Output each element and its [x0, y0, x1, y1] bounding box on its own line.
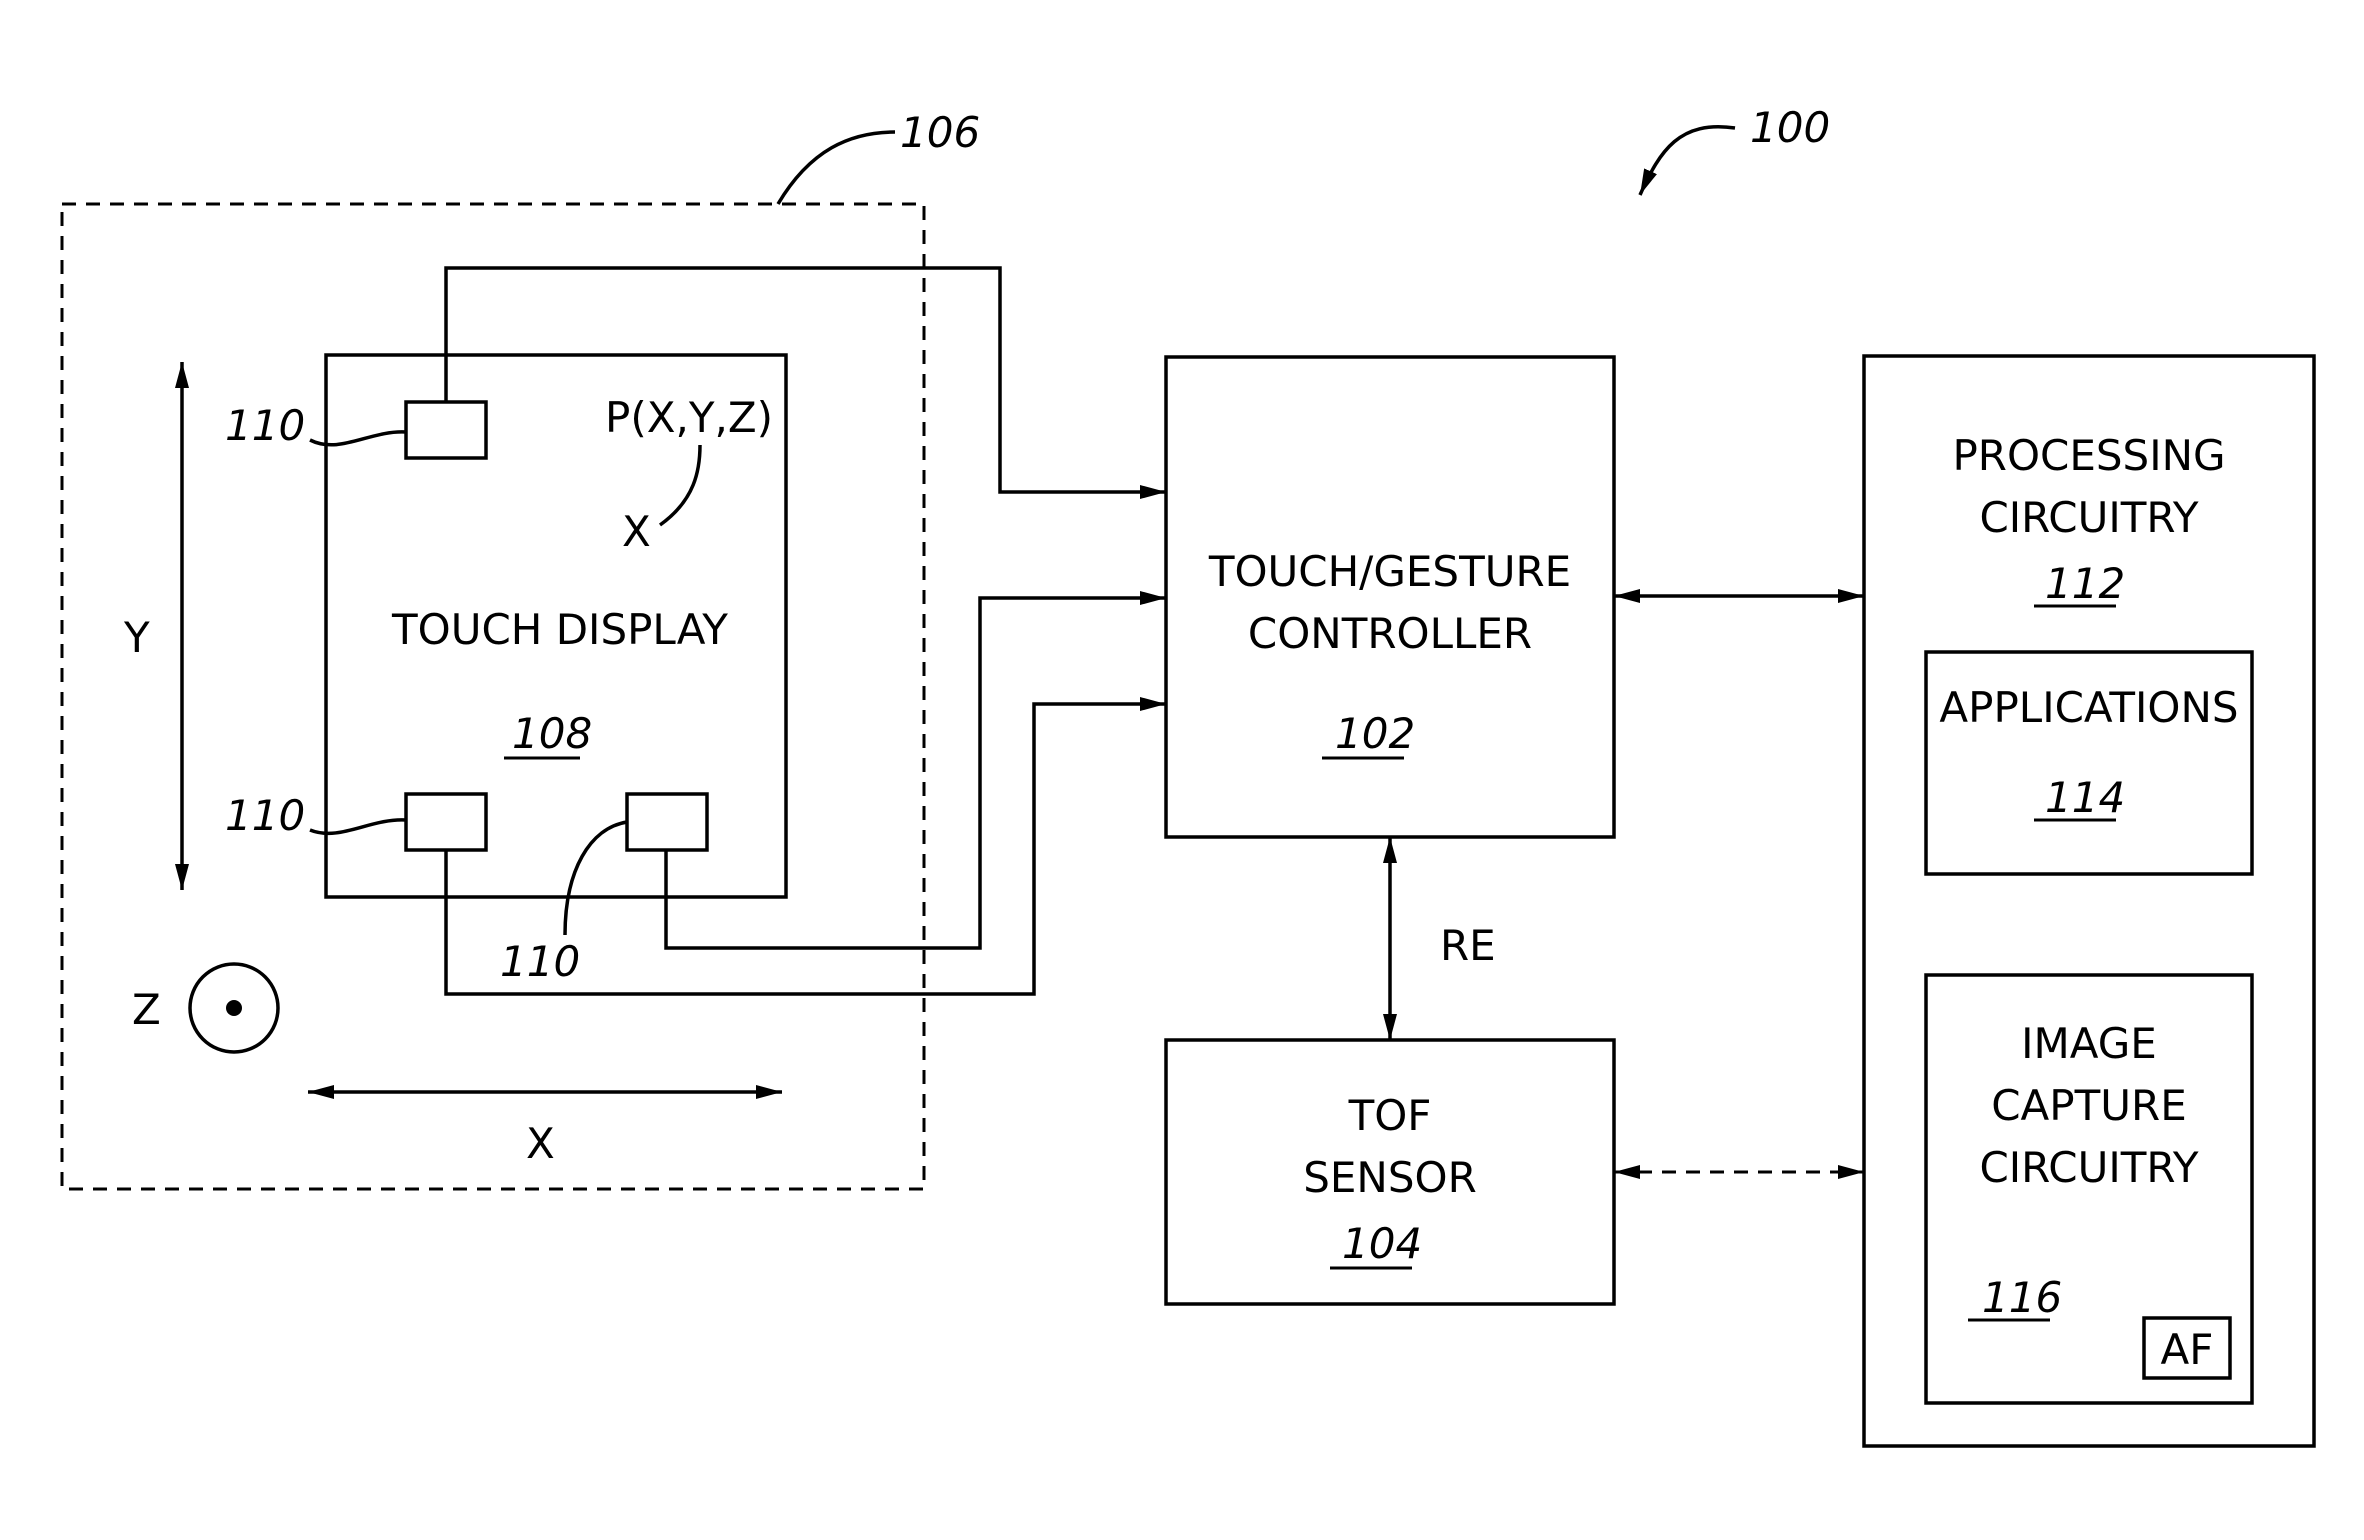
point-mark: X — [622, 507, 651, 556]
processing-line1: PROCESSING — [1952, 431, 2225, 480]
controller-line1: TOUCH/GESTURE — [1208, 547, 1571, 596]
controller-tof-link: RE — [1390, 837, 1496, 1040]
sensor-top: 110 — [225, 401, 486, 458]
x-axis-label: X — [526, 1119, 555, 1168]
af-label: AF — [2161, 1325, 2214, 1374]
touch-display-title: TOUCH DISPLAY — [391, 605, 728, 654]
touch-gesture-controller: TOUCH/GESTURE CONTROLLER 102 — [1166, 357, 1614, 837]
touch-display-ref: 108 — [512, 709, 592, 758]
processing-ref: 112 — [2045, 559, 2125, 608]
point-label: P(X,Y,Z) — [605, 393, 773, 442]
touch-display: TOUCH DISPLAY 108 P(X,Y,Z) X — [326, 355, 786, 897]
y-axis-arrow: Y — [123, 362, 182, 890]
figure-ref-label: 100 — [1750, 103, 1830, 152]
image-capture-ref: 116 — [1982, 1273, 2062, 1322]
applications: APPLICATIONS 114 — [1926, 652, 2252, 874]
tof-ref: 104 — [1342, 1219, 1422, 1268]
re-label: RE — [1440, 921, 1496, 970]
applications-title: APPLICATIONS — [1939, 683, 2238, 732]
device-region-ref: 106 — [900, 108, 980, 157]
tof-line1: TOF — [1348, 1091, 1432, 1140]
processing-circuitry: PROCESSING CIRCUITRY 112 — [1864, 356, 2314, 1446]
controller-line2: CONTROLLER — [1248, 609, 1532, 658]
sensor-bottom-left-ref: 110 — [225, 791, 305, 840]
sensor-bottom-left: 110 — [225, 791, 486, 850]
image-capture-line2: CAPTURE — [1991, 1081, 2187, 1130]
sensor-bottom-right-ref: 110 — [500, 937, 580, 986]
tof-line2: SENSOR — [1303, 1153, 1477, 1202]
processing-line2: CIRCUITRY — [1979, 493, 2198, 542]
sensor-top-ref: 110 — [225, 401, 305, 450]
z-axis-symbol: Z — [132, 964, 278, 1052]
image-capture-circuitry: IMAGE CAPTURE CIRCUITRY 116 AF — [1926, 975, 2252, 1403]
image-capture-line1: IMAGE — [2021, 1019, 2157, 1068]
tof-sensor: TOF SENSOR 104 — [1166, 1040, 1614, 1304]
figure-ref-100: 100 — [1640, 103, 1830, 195]
image-capture-line3: CIRCUITRY — [1979, 1143, 2198, 1192]
x-axis-arrow: X — [308, 1092, 782, 1168]
z-axis-label: Z — [132, 985, 161, 1034]
y-axis-label: Y — [123, 613, 150, 662]
controller-ref: 102 — [1335, 709, 1415, 758]
applications-ref: 114 — [2045, 773, 2125, 822]
sensor-bottom-right: 110 — [500, 794, 707, 986]
